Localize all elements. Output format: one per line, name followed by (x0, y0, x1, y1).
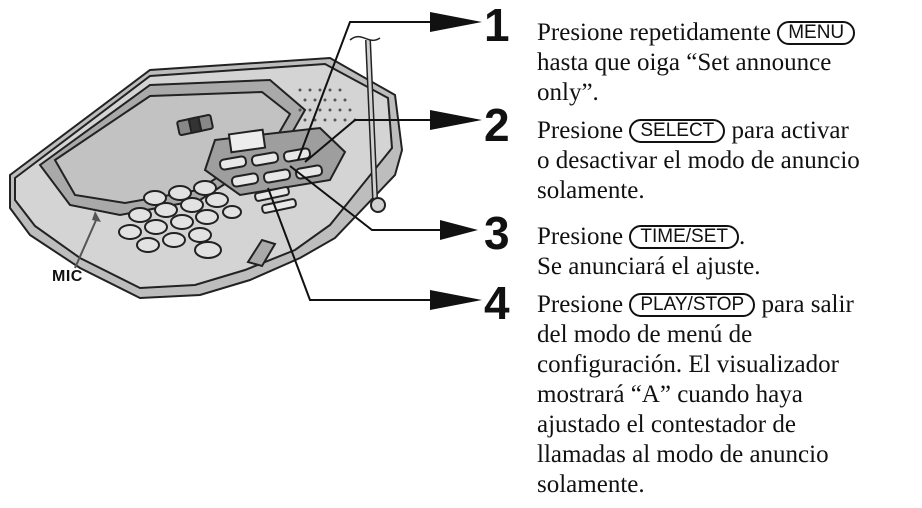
step-4-line-5: ajustado el contestador de (537, 411, 796, 438)
step-3-text: Presione TIME/SET. Se anunciará el ajust… (537, 222, 922, 282)
step-4-line-4: mostrará “A” cuando haya (537, 381, 803, 408)
step-4-line-2: del modo de menú de (537, 321, 753, 348)
play-stop-key: PLAY/STOP (629, 293, 756, 317)
answering-machine-illustration (9, 12, 482, 310)
step-3-tail: . (738, 223, 746, 250)
mic-pointer (74, 217, 98, 269)
step-4-lead: Presione (537, 291, 624, 318)
step-3-lead: Presione (537, 223, 624, 250)
step-1-text: Presione repetidamente MENU hasta que oi… (537, 18, 922, 108)
step-number-4: 4 (484, 277, 510, 329)
select-key: SELECT (629, 119, 726, 143)
time-set-key: TIME/SET (629, 225, 739, 249)
step-1-lead: Presione repetidamente (537, 19, 771, 46)
step-number-2: 2 (484, 99, 510, 151)
step-2-tail: para activar (731, 117, 849, 144)
step-2-line-1: Presione SELECT para activar (537, 116, 922, 146)
step-1-line-3: only”. (537, 79, 599, 106)
step-4-line-3: configuración. El visualizador (537, 351, 839, 378)
step-2-line-2: o desactivar el modo de anuncio (537, 147, 860, 174)
step-4-line-1: Presione PLAY/STOP para salir (537, 290, 922, 320)
callout-lines (267, 21, 470, 301)
mic-label: MIC (52, 268, 83, 285)
step-1-line-1: Presione repetidamente MENU (537, 18, 922, 48)
step-2-line-3: solamente. (537, 177, 645, 204)
callout-arrowheads (430, 12, 482, 310)
step-3-line-1: Presione TIME/SET. (537, 222, 922, 252)
step-number-3: 3 (484, 207, 510, 259)
step-4-line-7: solamente. (537, 471, 645, 498)
step-4-line-6: llamadas al modo de anuncio (537, 441, 829, 468)
device-body (9, 39, 404, 300)
step-1-line-2: hasta que oiga “Set announce (537, 49, 832, 76)
step-4-text: Presione PLAY/STOP para salir del modo d… (537, 290, 922, 500)
step-4-tail: para salir (761, 291, 854, 318)
step-2-lead: Presione (537, 117, 624, 144)
step-3-line-2: Se anunciará el ajuste. (537, 253, 761, 280)
menu-key: MENU (777, 21, 856, 45)
step-2-text: Presione SELECT para activar o desactiva… (537, 116, 922, 206)
step-number-1: 1 (484, 0, 510, 51)
